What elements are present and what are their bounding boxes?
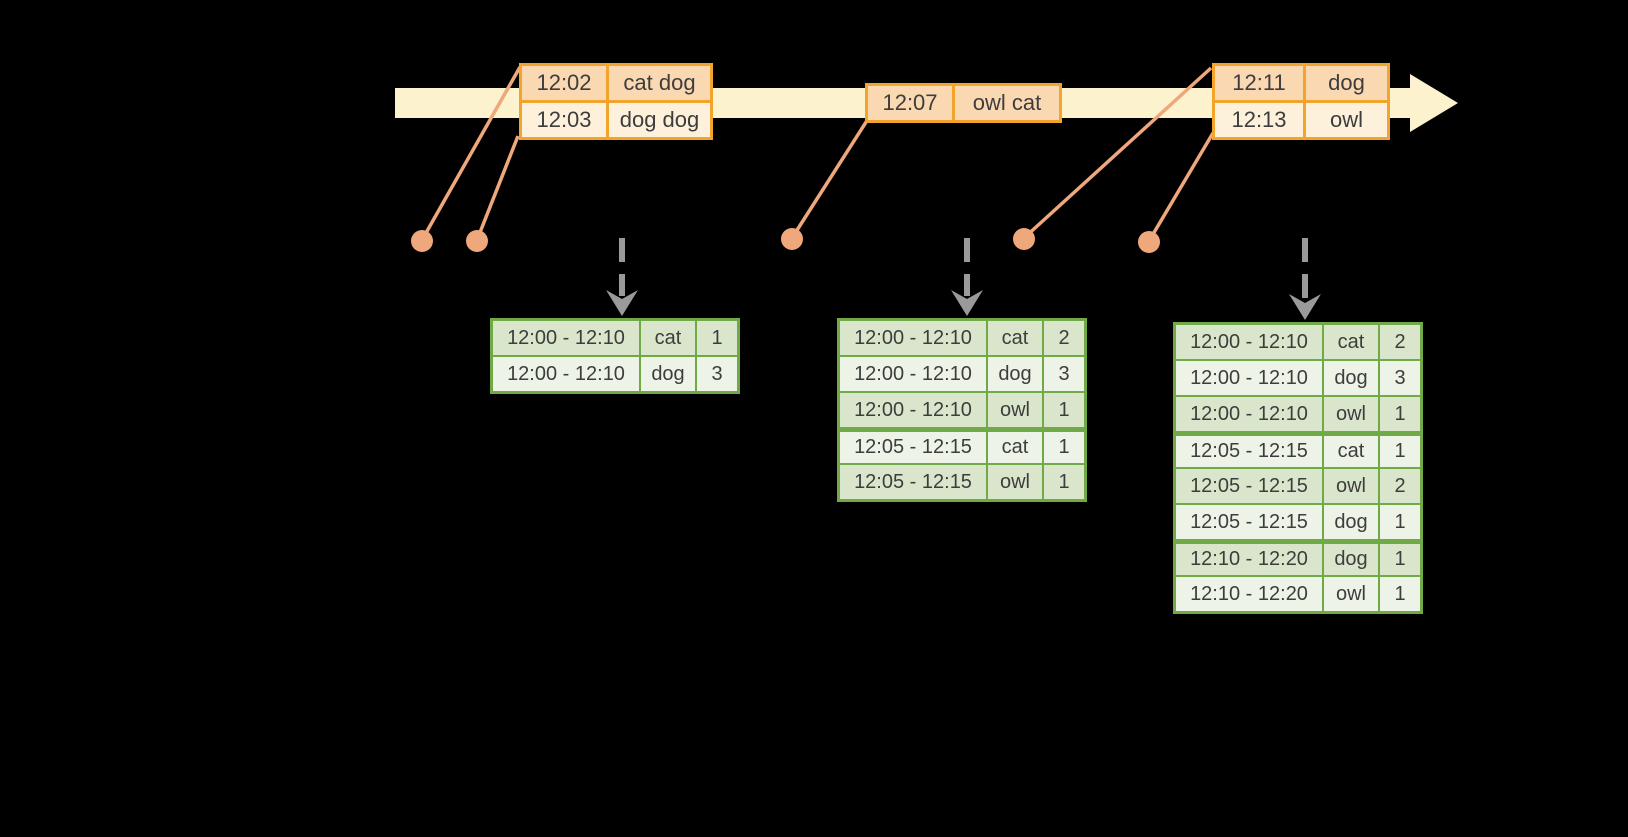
word-cell: owl — [988, 465, 1042, 499]
word-cell: dog — [1324, 505, 1378, 539]
event-words-cell: dog — [1306, 66, 1387, 100]
window-cell: 12:00 - 12:10 — [1176, 397, 1322, 431]
count-cell: 1 — [1380, 397, 1420, 431]
count-cell: 2 — [1044, 321, 1084, 355]
window-cell: 12:00 - 12:10 — [493, 321, 639, 355]
event-time-cell: 12:02 — [522, 66, 606, 100]
word-cell: owl — [988, 393, 1042, 427]
trigger-arrow-icon — [1289, 238, 1321, 320]
count-cell: 1 — [1380, 433, 1420, 467]
word-cell: owl — [1324, 577, 1378, 611]
event-words-cell: cat dog — [609, 66, 710, 100]
window-cell: 12:05 - 12:15 — [840, 465, 986, 499]
count-cell: 3 — [1380, 361, 1420, 395]
trigger-arrow-icon — [606, 238, 638, 316]
window-cell: 12:00 - 12:10 — [840, 321, 986, 355]
word-cell: owl — [1324, 469, 1378, 503]
word-cell: dog — [1324, 361, 1378, 395]
event-words-cell: owl cat — [955, 86, 1059, 120]
event-time-cell: 12:11 — [1215, 66, 1303, 100]
event-connector-line — [475, 135, 520, 241]
word-cell: owl — [1324, 397, 1378, 431]
window-cell: 12:00 - 12:10 — [1176, 325, 1322, 359]
count-cell: 1 — [1044, 465, 1084, 499]
window-cell: 12:00 - 12:10 — [493, 357, 639, 391]
count-cell: 1 — [1044, 393, 1084, 427]
count-cell: 1 — [1380, 505, 1420, 539]
timeline-arrowhead-icon — [1410, 74, 1458, 132]
window-cell: 12:05 - 12:15 — [1176, 505, 1322, 539]
count-cell: 2 — [1380, 469, 1420, 503]
window-cell: 12:00 - 12:10 — [1176, 361, 1322, 395]
count-cell: 2 — [1380, 325, 1420, 359]
window-cell: 12:05 - 12:15 — [1176, 469, 1322, 503]
event-dots — [411, 228, 1160, 253]
count-cell: 1 — [1380, 541, 1420, 575]
word-cell: cat — [988, 429, 1042, 463]
word-cell: cat — [641, 321, 695, 355]
count-cell: 3 — [697, 357, 737, 391]
word-cell: cat — [988, 321, 1042, 355]
word-cell: dog — [641, 357, 695, 391]
window-cell: 12:10 - 12:20 — [1176, 577, 1322, 611]
event-dot — [1138, 231, 1160, 253]
word-cell: cat — [1324, 325, 1378, 359]
word-cell: cat — [1324, 433, 1378, 467]
event-words-cell: dog dog — [609, 103, 710, 137]
event-connector-line — [420, 66, 522, 241]
count-cell: 1 — [697, 321, 737, 355]
event-dot — [781, 228, 803, 250]
event-time-cell: 12:03 — [522, 103, 606, 137]
count-cell: 1 — [1380, 577, 1420, 611]
count-cell: 1 — [1044, 429, 1084, 463]
window-cell: 12:00 - 12:10 — [840, 357, 986, 391]
window-cell: 12:05 - 12:15 — [840, 429, 986, 463]
window-cell: 12:00 - 12:10 — [840, 393, 986, 427]
word-cell: dog — [988, 357, 1042, 391]
trigger-arrow-icon — [951, 238, 983, 316]
event-dot — [411, 230, 433, 252]
event-words-cell: owl — [1306, 103, 1387, 137]
event-time-cell: 12:13 — [1215, 103, 1303, 137]
word-cell: dog — [1324, 541, 1378, 575]
event-dot — [466, 230, 488, 252]
window-cell: 12:10 - 12:20 — [1176, 541, 1322, 575]
event-connector-line — [1022, 66, 1213, 240]
count-cell: 3 — [1044, 357, 1084, 391]
event-connector-line — [1147, 132, 1215, 242]
trigger-arrows — [606, 238, 1321, 320]
event-dot — [1013, 228, 1035, 250]
event-connector-lines — [420, 66, 1215, 242]
window-cell: 12:05 - 12:15 — [1176, 433, 1322, 467]
event-time-cell: 12:07 — [868, 86, 952, 120]
event-connector-line — [790, 118, 870, 239]
